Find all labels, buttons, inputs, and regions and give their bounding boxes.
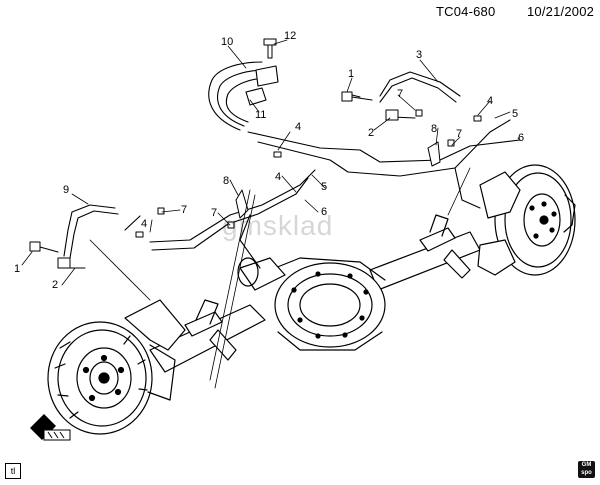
gm-spo-logo: GM spo [578, 461, 595, 478]
callout-4-mid: 4 [295, 121, 301, 133]
left-brake-rotor [47, 299, 186, 435]
leader-lines [21, 39, 521, 389]
brake-lines [39, 61, 521, 269]
right-brake-rotor [477, 164, 576, 276]
rear-axle-housing [149, 214, 481, 373]
fasteners [29, 38, 482, 269]
callout-2-top: 2 [368, 127, 374, 139]
callout-numbers: 10 12 11 3 1 7 4 5 6 2 8 7 4 8 4 5 6 7 7… [14, 30, 524, 291]
drawing-code: TC04-680 [436, 4, 496, 19]
callout-9: 9 [63, 184, 69, 196]
callout-5-right: 5 [512, 108, 518, 120]
callout-4-center: 4 [275, 171, 281, 183]
gm-logo-line1: GM [581, 462, 592, 468]
callout-6-center: 6 [321, 206, 327, 218]
callout-11: 11 [255, 109, 266, 121]
callout-3: 3 [416, 49, 422, 61]
callout-6-right: 6 [518, 132, 524, 144]
callout-4-right: 4 [487, 95, 493, 107]
callout-7-top: 7 [397, 88, 403, 100]
gm-logo-line2: spo [581, 470, 592, 476]
callout-7-center: 7 [211, 207, 217, 219]
callout-8-left: 8 [223, 175, 229, 187]
callout-8-right: 8 [431, 123, 437, 135]
callout-10: 10 [221, 36, 233, 48]
drawing-date: 10/21/2002 [527, 4, 595, 19]
front-view-arrow-icon [30, 414, 71, 441]
callout-1-left: 1 [14, 263, 20, 275]
callout-1-top: 1 [348, 68, 354, 80]
callout-12: 12 [284, 30, 296, 42]
callout-5-center: 5 [321, 181, 327, 193]
callout-7-left: 7 [181, 204, 187, 216]
callout-2-left: 2 [52, 279, 58, 291]
view-indicator-icon: tl [5, 463, 21, 479]
callout-7-right: 7 [456, 128, 462, 140]
callout-4-left: 4 [141, 218, 147, 230]
